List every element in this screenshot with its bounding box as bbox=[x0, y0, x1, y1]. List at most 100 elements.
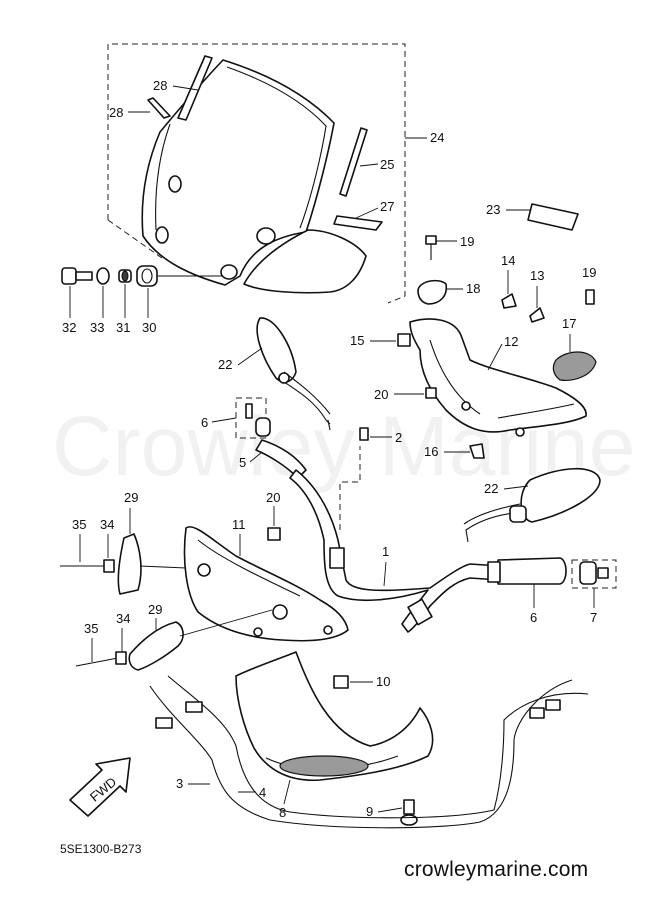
callout-16: 16 bbox=[424, 444, 470, 459]
part-number-label: 28 bbox=[153, 78, 167, 93]
callout-7b: 7 bbox=[590, 588, 597, 625]
fastener-set-30-33 bbox=[61, 265, 222, 287]
callout-9: 9 bbox=[366, 804, 403, 819]
part-number-label: 1 bbox=[382, 544, 389, 559]
part-number-label: 12 bbox=[504, 334, 518, 349]
part-number-label: 31 bbox=[116, 320, 130, 335]
callout-34a: 34 bbox=[100, 517, 114, 558]
forward-direction-arrow: FWD bbox=[69, 757, 131, 817]
callout-23: 23 bbox=[486, 202, 530, 217]
callout-29b: 29 bbox=[148, 602, 162, 630]
part-number-label: 3 bbox=[176, 776, 183, 791]
part-number-label: 32 bbox=[62, 320, 76, 335]
part-number-label: 35 bbox=[72, 517, 86, 532]
callout-24: 24 bbox=[405, 130, 444, 145]
callout-32: 32 bbox=[62, 286, 76, 335]
part-number-label: 15 bbox=[350, 333, 364, 348]
part-number-label: 20 bbox=[374, 387, 388, 402]
part-number-label: 27 bbox=[380, 199, 394, 214]
callout-21: 22 bbox=[484, 481, 529, 496]
callout-7a: 6 bbox=[201, 415, 237, 430]
callout-29a: 29 bbox=[124, 490, 138, 534]
callout-20a: 20 bbox=[374, 387, 424, 402]
part-number-label: 28 bbox=[109, 105, 123, 120]
screw-2 bbox=[359, 427, 369, 441]
left-mirror bbox=[256, 317, 297, 383]
callout-4: 4 bbox=[238, 785, 266, 800]
callout-14: 14 bbox=[501, 253, 515, 294]
callout-19a: 19 bbox=[436, 234, 474, 249]
callout-8: 8 bbox=[279, 779, 291, 820]
callout-34b: 34 bbox=[116, 611, 130, 652]
part-number-label: 20 bbox=[266, 490, 280, 505]
grip-right bbox=[497, 557, 567, 585]
part-number-label: 34 bbox=[100, 517, 114, 532]
callout-2: 2 bbox=[370, 430, 402, 445]
handle-cover bbox=[409, 318, 587, 433]
callout-18: 18 bbox=[446, 281, 480, 296]
part-number-label: 18 bbox=[466, 281, 480, 296]
part-number-label: 22 bbox=[218, 357, 232, 372]
part-number-label: 14 bbox=[501, 253, 515, 268]
part-number-label: 11 bbox=[232, 517, 246, 532]
part-number-label: 25 bbox=[380, 157, 394, 172]
windshield-group-outline bbox=[107, 43, 406, 304]
part-number-label: 10 bbox=[376, 674, 390, 689]
part-number-label: 33 bbox=[90, 320, 104, 335]
cover-17 bbox=[552, 351, 597, 381]
cover-18 bbox=[417, 279, 448, 305]
website-link[interactable]: crowleymarine.com bbox=[404, 858, 589, 881]
screw-9 bbox=[400, 799, 418, 826]
part-number-label: 6 bbox=[201, 415, 208, 430]
front-cover bbox=[183, 526, 349, 642]
callout-19b: 19 bbox=[582, 265, 596, 280]
under-cover bbox=[235, 651, 434, 782]
diagram-code: 5SE1300-B273 bbox=[60, 842, 142, 856]
part-number-label: 34 bbox=[116, 611, 130, 626]
callout-6: 6 bbox=[530, 584, 537, 625]
callout-26: 28 bbox=[153, 78, 199, 93]
callout-25: 25 bbox=[359, 157, 394, 172]
throttle-cable-3 bbox=[149, 679, 573, 829]
nut-10 bbox=[333, 675, 349, 689]
clip-13 bbox=[529, 307, 545, 323]
part-number-label: 19 bbox=[460, 234, 474, 249]
windshield bbox=[141, 59, 335, 286]
callout-20b: 20 bbox=[266, 490, 280, 526]
part-number-label: 29 bbox=[124, 490, 138, 505]
bolt-7-right bbox=[571, 559, 617, 589]
decal-27 bbox=[333, 215, 383, 231]
bracket-29-lower bbox=[75, 609, 273, 671]
callout-13: 13 bbox=[530, 268, 544, 308]
callout-11: 11 bbox=[232, 517, 246, 556]
nut-15 bbox=[397, 333, 411, 347]
callout-3: 3 bbox=[176, 776, 210, 791]
callout-22: 22 bbox=[218, 347, 263, 372]
part-number-label: 5 bbox=[239, 455, 246, 470]
clip-14 bbox=[501, 293, 517, 309]
part-number-label: 22 bbox=[484, 481, 498, 496]
part-number-label: 4 bbox=[259, 785, 266, 800]
clip-16 bbox=[469, 443, 485, 459]
callout-10: 10 bbox=[350, 674, 390, 689]
part-number-label: 9 bbox=[366, 804, 373, 819]
callout-15: 15 bbox=[350, 333, 396, 348]
callout-30: 30 bbox=[142, 288, 156, 335]
nut-20a bbox=[425, 387, 437, 399]
part-number-label: 35 bbox=[84, 621, 98, 636]
part-number-label: 13 bbox=[530, 268, 544, 283]
part-number-label: 7 bbox=[590, 610, 597, 625]
throttle-cable-4 bbox=[167, 675, 589, 819]
part-number-label: 2 bbox=[395, 430, 402, 445]
callout-5: 5 bbox=[239, 451, 263, 470]
part-number-label: 23 bbox=[486, 202, 500, 217]
bracket-29-upper bbox=[60, 533, 187, 595]
callout-31: 31 bbox=[116, 284, 130, 335]
decal-26 bbox=[177, 55, 213, 121]
callout-35b: 35 bbox=[84, 621, 98, 662]
part-number-label: 24 bbox=[430, 130, 444, 145]
callout-28: 28 bbox=[109, 105, 150, 120]
callout-12: 12 bbox=[487, 334, 518, 371]
part-number-label: 17 bbox=[562, 316, 576, 331]
